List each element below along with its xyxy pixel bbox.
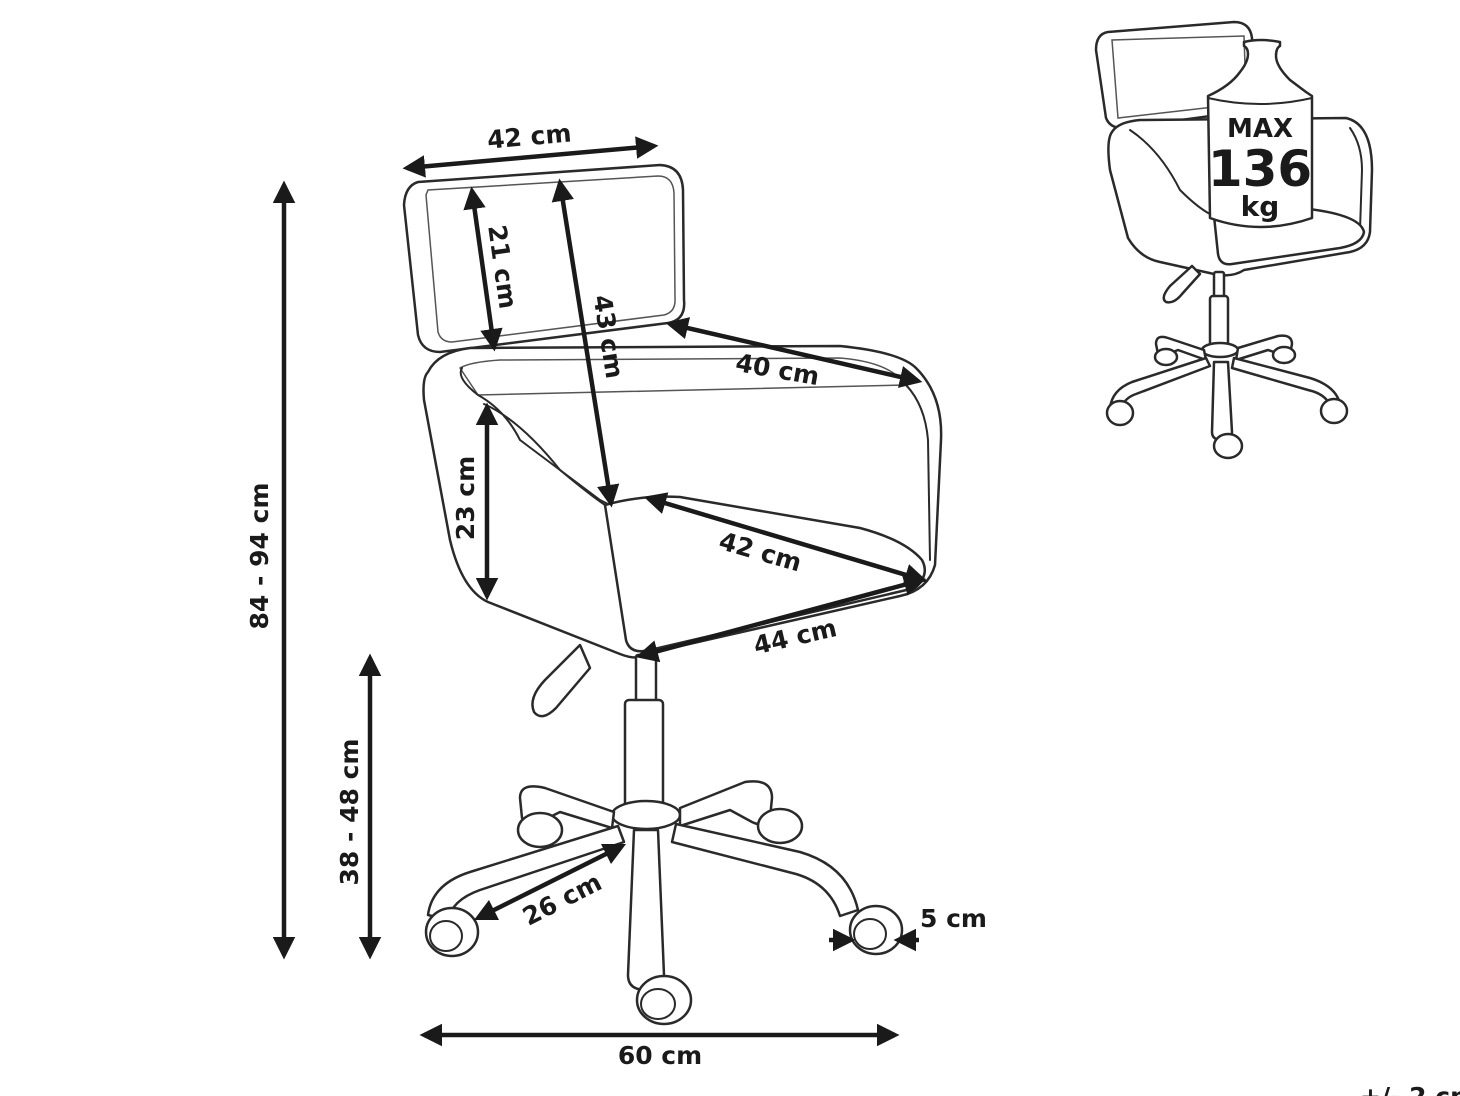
dim-seat-depth-line — [643, 492, 928, 586]
gas-cylinder — [623, 698, 665, 812]
dim-back-to-seat-line — [551, 178, 620, 508]
dim-back-height-line — [463, 186, 503, 352]
label-tolerance: +/- 2 cm — [1360, 1082, 1460, 1096]
label-seat-height: 38 - 48 cm — [335, 739, 364, 886]
dim-arm-depth-line — [665, 317, 923, 388]
dim-leg-length-line — [473, 843, 627, 921]
label-wheel-size: 5 cm — [920, 904, 987, 933]
base-hub — [610, 799, 682, 831]
caster-back-left — [516, 811, 564, 849]
backrest — [402, 163, 686, 354]
base-leg-front-right — [670, 822, 860, 918]
height-lever — [531, 643, 592, 718]
load-capacity-illustration: MAX 136 kg — [1094, 20, 1374, 460]
caster-back-right — [756, 807, 804, 845]
caster-front-left — [424, 906, 480, 958]
dimension-lines — [272, 136, 928, 1047]
base-leg-right — [678, 780, 774, 828]
load-badge-prefix: MAX — [1227, 114, 1293, 144]
dim-back-width-line — [402, 136, 659, 178]
load-badge-value: 136 — [1208, 140, 1312, 198]
label-back-width: 42 cm — [486, 118, 573, 154]
label-base-width: 60 cm — [618, 1041, 702, 1070]
caster-front — [635, 974, 693, 1026]
weight-icon — [1206, 38, 1314, 229]
caster-front-right — [848, 904, 904, 956]
dim-seat-width-line — [635, 573, 927, 663]
label-total-height: 84 - 94 cm — [245, 483, 274, 630]
gas-cylinder-top — [634, 653, 658, 705]
label-arm-height: 23 cm — [451, 456, 480, 540]
base-leg-front — [626, 828, 666, 992]
load-badge-unit: kg — [1241, 190, 1280, 223]
